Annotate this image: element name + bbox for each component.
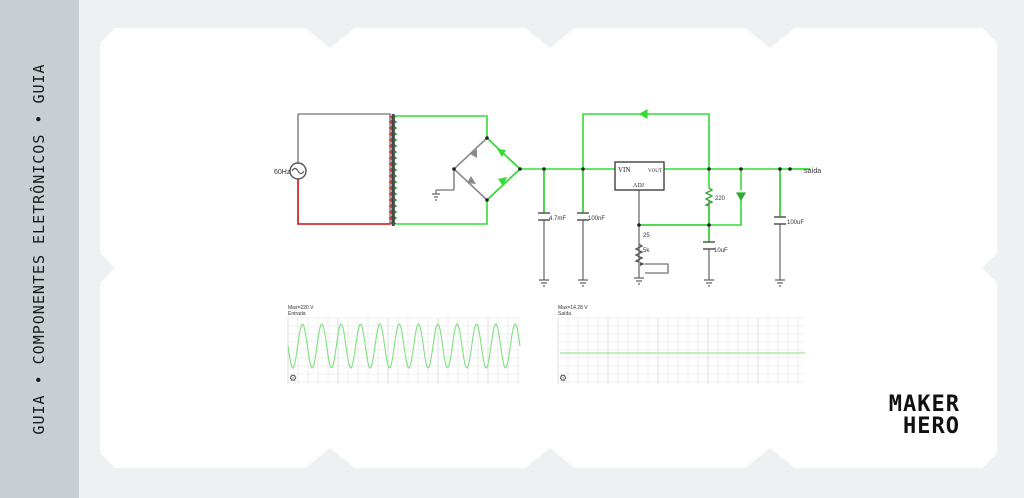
logo-line2: HERO (903, 414, 960, 439)
r1-resistor-icon (704, 187, 714, 207)
protection-diode-loop (582, 113, 710, 169)
scope2-max-label: Max=14.28 V (558, 305, 588, 311)
regulator-vout-label: VOUT (648, 169, 662, 174)
r1-label: 220 (715, 196, 726, 202)
secondary-wire (396, 115, 488, 225)
scope-input: Max=220 V Entrada ⚙ (287, 305, 521, 384)
ground-symbols (432, 190, 785, 287)
makerhero-logo: MAKER HERO (832, 394, 960, 440)
input-waveform (287, 323, 521, 369)
regulator-adj-label: ADJ (633, 183, 645, 189)
junction-dots (452, 136, 792, 227)
scope1-max-label: Max=220 V (288, 305, 314, 311)
bridge-ground-wire (436, 169, 455, 191)
content-card: 60Hz 4.7mF 100nF 10uF 100uF VIN VOUT ADJ (100, 28, 997, 468)
bridge-rectifier (452, 136, 522, 202)
diode2-wire (709, 169, 742, 226)
top-diode-icon (638, 108, 648, 120)
right-diode-icon (735, 192, 747, 202)
sidebar-vertical-text: GUIA • COMPONENTES ELETRÔNICOS • GUIA (30, 63, 48, 435)
cap1-label: 4.7mF (549, 216, 566, 222)
pot-label-bottom: 5k (643, 248, 650, 254)
pot-label-top: 25 (643, 233, 650, 239)
transformer-primary-coil (388, 115, 394, 225)
circuit-diagram: 60Hz 4.7mF 100nF 10uF 100uF VIN VOUT ADJ (274, 108, 821, 384)
output-label: saída (804, 168, 821, 175)
scope-output: Max=14.28 V Saída ⚙ (557, 305, 805, 384)
primary-wire (297, 113, 391, 225)
transformer-secondary-coil (392, 115, 398, 225)
capacitor-symbols (538, 212, 786, 250)
scope1-settings-icon[interactable]: ⚙ (289, 373, 297, 383)
scope1-title: Entrada (288, 311, 306, 317)
cap4-label: 100uF (787, 220, 804, 226)
logo-line1: MAKER (888, 392, 960, 417)
scope2-title: Saída (558, 311, 571, 317)
cap3-label: 10uF (714, 248, 728, 254)
bridge-diodes-icon (497, 149, 507, 186)
pot-wire (638, 244, 669, 278)
sidebar: GUIA • COMPONENTES ELETRÔNICOS • GUIA (0, 0, 79, 498)
scope2-settings-icon[interactable]: ⚙ (559, 373, 567, 383)
regulator-block (614, 161, 665, 191)
source-label: 60Hz (274, 169, 291, 176)
cap2-label: 100nF (588, 216, 605, 222)
regulator-vin-label: VIN (618, 166, 630, 174)
pot-icon (634, 243, 644, 263)
primary-hot-wire (297, 178, 390, 225)
